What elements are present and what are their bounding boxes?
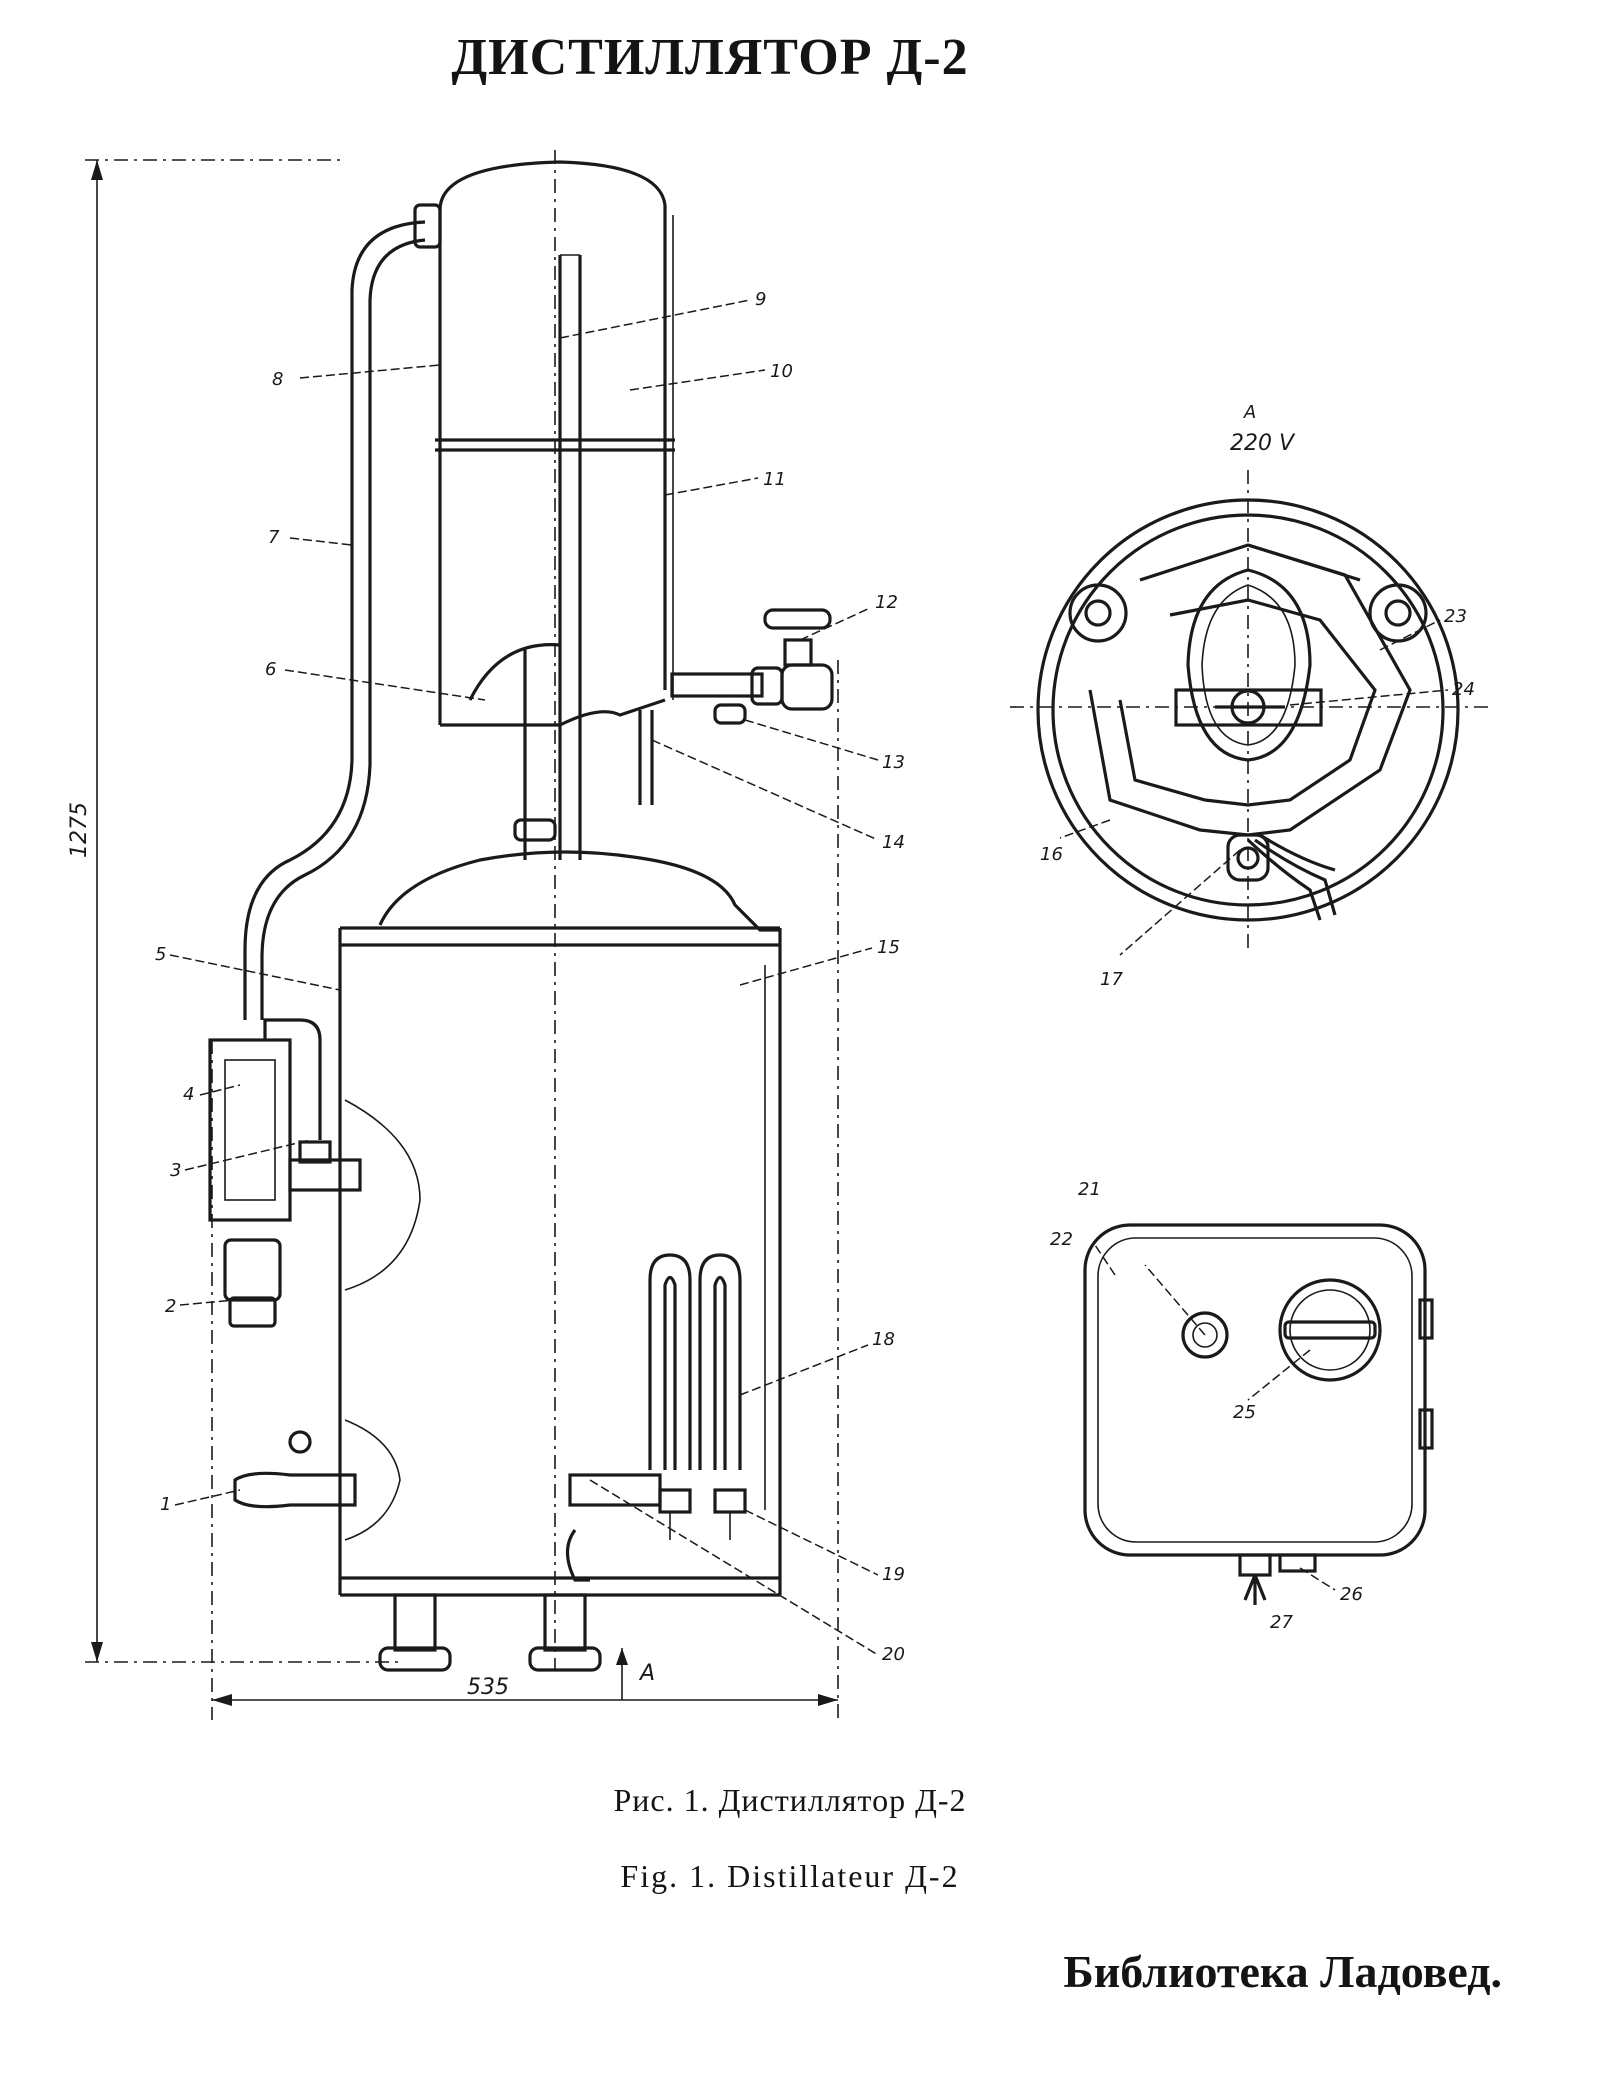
dimension-lines: 1275 535 — [67, 159, 839, 1720]
figure-caption-russian: Рис. 1. Дистиллятор Д-2 — [613, 1782, 967, 1818]
part-label-3: 3 — [170, 1160, 181, 1181]
part-label-6: 6 — [265, 659, 276, 680]
part-label-18: 18 — [872, 1329, 895, 1350]
part-label-14: 14 — [882, 832, 905, 853]
control-panel-view: 21 22 25 26 27 — [1050, 1179, 1434, 1633]
part-label-12: 12 — [875, 592, 898, 613]
part-label-15: 15 — [877, 937, 900, 958]
view-a-label: A — [1243, 402, 1256, 423]
part-label-19: 19 — [882, 1564, 905, 1585]
part-label-8: 8 — [272, 369, 283, 390]
part-label-22: 22 — [1050, 1229, 1073, 1250]
part-labels-side-view: 8 9 10 11 7 6 12 13 14 5 15 4 3 2 1 18 1… — [155, 289, 905, 1665]
part-label-16: 16 — [1040, 844, 1063, 865]
part-label-4: 4 — [183, 1084, 194, 1105]
view-direction-label: A — [638, 1661, 655, 1686]
part-label-11: 11 — [763, 469, 786, 490]
part-label-27: 27 — [1270, 1612, 1293, 1633]
distiller-side-view — [208, 150, 834, 1672]
height-dimension: 1275 — [67, 802, 92, 858]
library-credit: Библиотека Ладовед. — [1063, 1946, 1502, 1997]
part-label-25: 25 — [1233, 1402, 1256, 1423]
part-label-13: 13 — [882, 752, 905, 773]
document-title: ДИСТИЛЛЯТОР Д-2 — [451, 29, 969, 86]
leader-lines — [169, 299, 879, 1656]
part-label-24: 24 — [1452, 679, 1475, 700]
voltage-label: 220 V — [1230, 431, 1296, 456]
part-label-10: 10 — [770, 361, 793, 382]
part-label-1: 1 — [160, 1494, 171, 1515]
figure-caption-french: Fig. 1. Distillateur Д-2 — [620, 1858, 960, 1894]
part-label-23: 23 — [1444, 606, 1467, 627]
view-direction-marker: A — [616, 1648, 655, 1700]
view-a-bottom: A 220 V 23 — [1010, 402, 1490, 990]
width-dimension: 535 — [467, 1675, 509, 1700]
part-label-21: 21 — [1078, 1179, 1101, 1200]
part-label-7: 7 — [268, 527, 280, 548]
part-label-20: 20 — [882, 1644, 905, 1665]
part-label-9: 9 — [755, 289, 766, 310]
part-label-2: 2 — [165, 1296, 176, 1317]
part-label-26: 26 — [1340, 1584, 1363, 1605]
part-label-17: 17 — [1100, 969, 1123, 990]
part-label-5: 5 — [155, 944, 166, 965]
